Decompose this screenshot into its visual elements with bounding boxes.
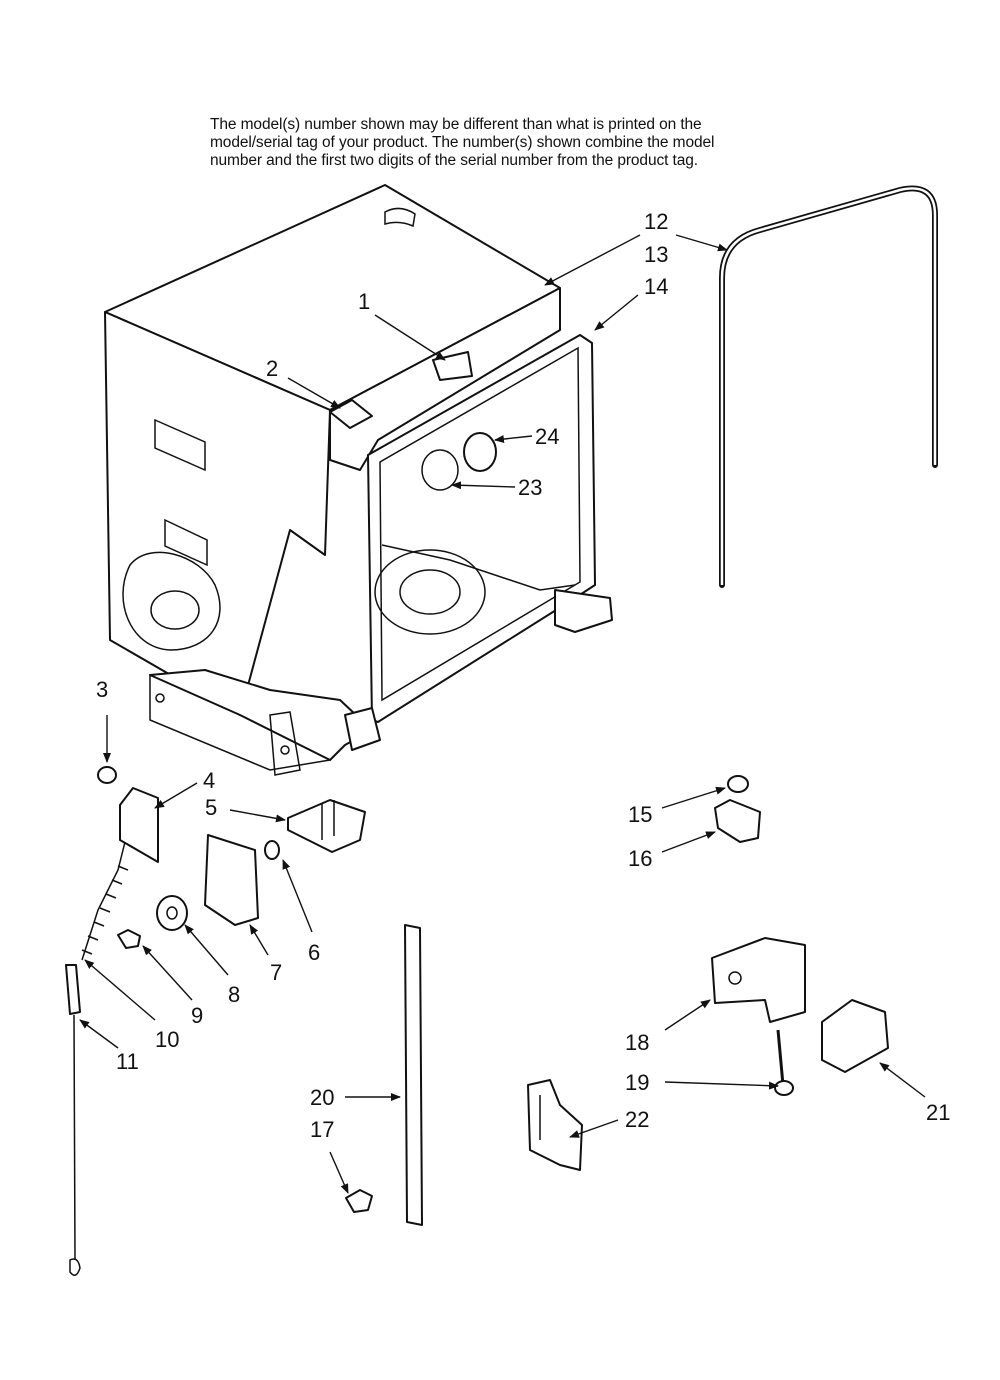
callout-21: 21 — [926, 1100, 950, 1125]
small-parts — [65, 766, 889, 1276]
callout-10: 10 — [155, 1027, 179, 1052]
callout-6: 6 — [308, 940, 320, 965]
callout-15: 15 — [628, 802, 652, 827]
note-line-2: model/serial tag of your product. The nu… — [210, 134, 715, 151]
callout-12: 12 — [644, 209, 668, 234]
callout-7: 7 — [270, 960, 282, 985]
callout-17: 17 — [310, 1117, 334, 1142]
callout-9: 9 — [191, 1003, 203, 1028]
callout-14: 14 — [644, 274, 668, 299]
callout-1: 1 — [358, 289, 370, 314]
callout-20: 20 — [310, 1085, 334, 1110]
callout-2: 2 — [266, 356, 278, 381]
callout-8: 8 — [228, 982, 240, 1007]
callout-13: 13 — [644, 242, 668, 267]
disclaimer-note: The model(s) number shown may be differe… — [210, 116, 790, 170]
callout-labels: 1 2 3 4 5 6 7 8 9 10 11 12 13 14 15 16 1… — [96, 209, 950, 1142]
leader-lines — [79, 234, 926, 1194]
door-gasket — [719, 185, 938, 588]
callout-22: 22 — [625, 1107, 649, 1132]
note-line-1: The model(s) number shown may be differe… — [210, 116, 702, 133]
note-line-3: number and the first two digits of the s… — [210, 152, 698, 169]
callout-5: 5 — [205, 795, 217, 820]
callout-24: 24 — [535, 424, 559, 449]
callout-18: 18 — [625, 1030, 649, 1055]
callout-19: 19 — [625, 1070, 649, 1095]
callout-11: 11 — [116, 1049, 139, 1074]
callout-16: 16 — [628, 846, 652, 871]
callout-4: 4 — [203, 768, 215, 793]
callout-23: 23 — [518, 475, 542, 500]
callout-3: 3 — [96, 677, 108, 702]
